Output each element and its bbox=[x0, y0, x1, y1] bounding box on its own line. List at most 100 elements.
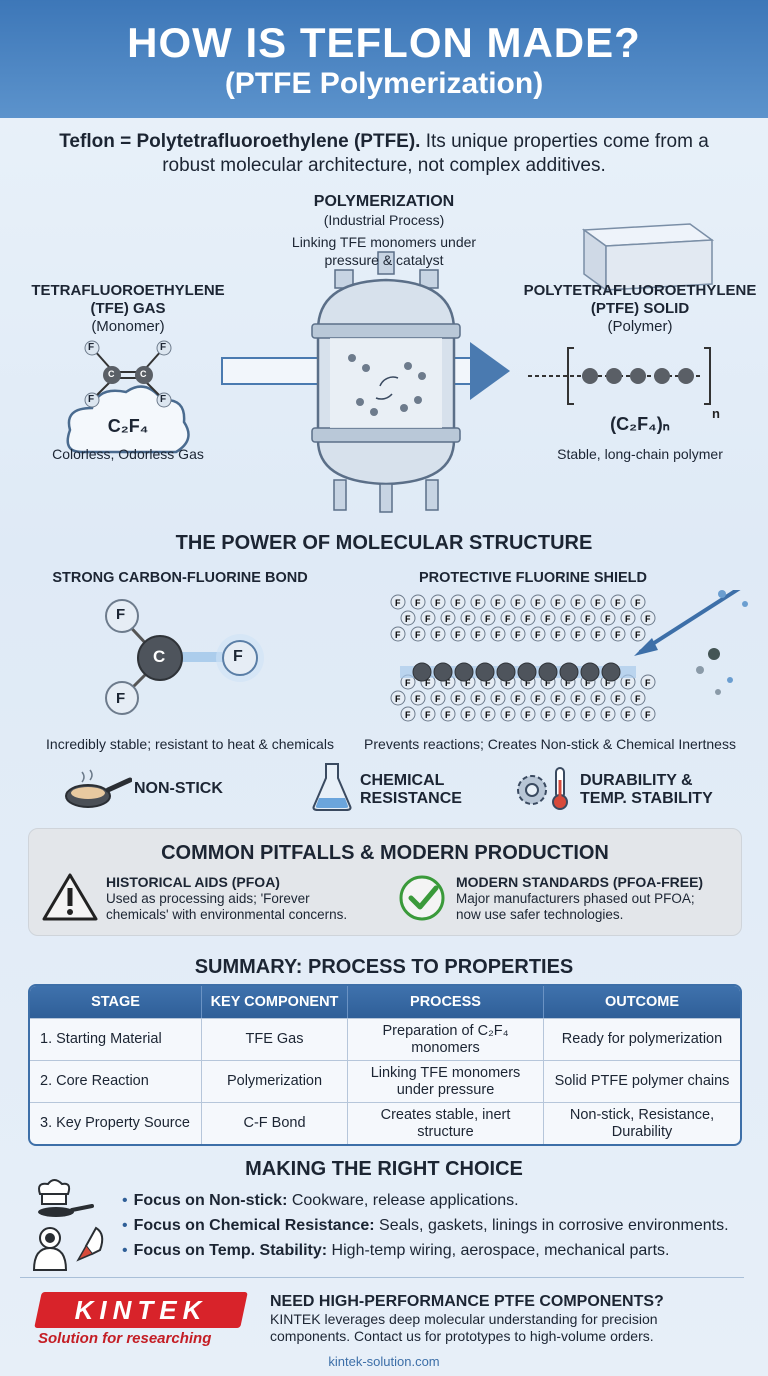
brand-logo: KINTEK bbox=[34, 1292, 248, 1328]
fluorine-atom-label: F bbox=[525, 614, 531, 624]
fluorine-atom bbox=[440, 706, 456, 722]
fluorine-atom bbox=[490, 690, 506, 706]
process-illustration: n bbox=[66, 223, 720, 513]
choice-item: •Focus on Chemical Resistance: Seals, ga… bbox=[122, 1217, 729, 1234]
fluorine-atom bbox=[530, 594, 546, 610]
fluorine-atom bbox=[420, 610, 436, 626]
fluorine-atom bbox=[640, 610, 656, 626]
fluorine-atom-label: F bbox=[555, 630, 561, 640]
structure-title: THE POWER OF MOLECULAR STRUCTURE bbox=[175, 532, 593, 554]
pitfalls-title: COMMON PITFALLS & MODERN PRODUCTION bbox=[161, 842, 609, 864]
carbon-atom bbox=[580, 662, 600, 682]
fluorine-atom-label: F bbox=[615, 630, 621, 640]
fluorine-atom bbox=[410, 626, 426, 642]
fluorine-atom-label: F bbox=[605, 678, 611, 688]
fluorine-atom bbox=[430, 626, 446, 642]
fluorine-atom bbox=[510, 690, 526, 706]
column-header: KEY COMPONENT bbox=[202, 986, 348, 1018]
fluorine-atom-label: F bbox=[585, 614, 591, 624]
table-row: 1. Starting Material TFE Gas Preparation… bbox=[30, 1018, 740, 1060]
intro-bold: Teflon = Polytetrafluoroethylene (PTFE). bbox=[59, 131, 421, 152]
fluorine-atom bbox=[480, 610, 496, 626]
fluorine-atom-label: F bbox=[445, 614, 451, 624]
fluorine-atom-label: F bbox=[625, 678, 631, 688]
fluorine-atom-label: F bbox=[455, 630, 461, 640]
carbon-atom bbox=[601, 662, 621, 682]
shield-desc: Prevents reactions; Creates Non-stick & … bbox=[364, 736, 736, 752]
fluorine-atom-label: F bbox=[575, 630, 581, 640]
fluorine-atom bbox=[530, 690, 546, 706]
table-cell: Non-stick, Resistance, Durability bbox=[544, 1102, 740, 1144]
fluorine-atom bbox=[520, 706, 536, 722]
intro-rest: Its unique properties come from a robust… bbox=[162, 131, 709, 176]
frying-pan-icon bbox=[65, 769, 132, 808]
fluorine-atom-label: F bbox=[395, 630, 401, 640]
tfe-c-atom: C bbox=[140, 369, 147, 379]
fluorine-atom bbox=[450, 626, 466, 642]
fluorine-atom bbox=[490, 626, 506, 642]
fluorine-atom bbox=[600, 610, 616, 626]
fluorine-atom bbox=[630, 626, 646, 642]
fluorine-atom-label: F bbox=[645, 614, 651, 624]
fluorine-atom bbox=[450, 690, 466, 706]
fluorine-atom bbox=[570, 626, 586, 642]
fluorine-atom-label: F bbox=[395, 598, 401, 608]
tfe-f-atom: F bbox=[160, 394, 167, 405]
f-atom-label: F bbox=[116, 690, 126, 707]
choice-icons bbox=[32, 1179, 104, 1271]
cta-block: NEED HIGH-PERFORMANCE PTFE COMPONENTS? K… bbox=[270, 1293, 664, 1344]
table-cell: Ready for polymerization bbox=[544, 1018, 740, 1060]
polymer-label: POLYTETRAFLUOROETHYLENE (PTFE) SOLID (Po… bbox=[523, 282, 757, 335]
ptfe-block-icon bbox=[581, 223, 715, 292]
fluorine-atom bbox=[460, 706, 476, 722]
fluorine-atom-label: F bbox=[425, 614, 431, 624]
fluorine-atom-label: F bbox=[625, 710, 631, 720]
page-subtitle: (PTFE Polymerization) bbox=[224, 67, 544, 100]
fluorine-atom bbox=[400, 610, 416, 626]
fluorine-atom bbox=[640, 706, 656, 722]
ptfe-chain: n bbox=[528, 347, 720, 421]
fluorine-atom bbox=[550, 690, 566, 706]
fluorine-atom-label: F bbox=[545, 614, 551, 624]
fluorine-atom-label: F bbox=[535, 598, 541, 608]
website-link[interactable]: kintek-solution.com bbox=[328, 1354, 440, 1369]
rocket-icon bbox=[76, 1226, 104, 1262]
table-header-row: STAGE KEY COMPONENT PROCESS OUTCOME bbox=[30, 986, 740, 1018]
fluorine-atom bbox=[470, 690, 486, 706]
fluorine-atom bbox=[520, 610, 536, 626]
feature-durability: DURABILITY & TEMP. STABILITY bbox=[580, 772, 713, 807]
fluorine-atom bbox=[570, 594, 586, 610]
fluorine-atom-label: F bbox=[465, 710, 471, 720]
summary-table: STAGE KEY COMPONENT PROCESS OUTCOME 1. S… bbox=[28, 984, 742, 1146]
column-header: STAGE bbox=[30, 986, 202, 1018]
table-cell: Preparation of C₂F₄ monomers bbox=[348, 1018, 544, 1060]
fluorine-atom-label: F bbox=[615, 694, 621, 704]
fluorine-atom-label: F bbox=[605, 710, 611, 720]
intro-text: Teflon = Polytetrafluoroethylene (PTFE).… bbox=[40, 130, 728, 178]
table-row: 2. Core Reaction Polymerization Linking … bbox=[30, 1060, 740, 1102]
chef-icon bbox=[38, 1179, 94, 1217]
fluorine-atom-label: F bbox=[535, 694, 541, 704]
pfoa-historical: HISTORICAL AIDS (PFOA) Used as processin… bbox=[106, 874, 348, 922]
summary-title: SUMMARY: PROCESS TO PROPERTIES bbox=[194, 956, 574, 978]
fluorine-atom-label: F bbox=[615, 598, 621, 608]
fluorine-atom bbox=[600, 706, 616, 722]
fluorine-atom bbox=[580, 610, 596, 626]
tfe-f-atom: F bbox=[160, 342, 167, 353]
carbon-atom bbox=[475, 662, 495, 682]
fluorine-atom-label: F bbox=[425, 710, 431, 720]
fluorine-atom bbox=[470, 626, 486, 642]
shield-title: PROTECTIVE FLUORINE SHIELD bbox=[419, 570, 647, 586]
monomer-formula: C₂F₄ bbox=[107, 416, 149, 436]
fluorine-atom bbox=[480, 706, 496, 722]
fluorine-atom bbox=[630, 690, 646, 706]
tfe-c-atom: C bbox=[108, 369, 115, 379]
fluorine-atom bbox=[610, 690, 626, 706]
flask-icon bbox=[312, 763, 352, 811]
warning-icon bbox=[42, 873, 98, 921]
c-atom-label: C bbox=[153, 647, 166, 666]
fluorine-atom bbox=[620, 706, 636, 722]
tfe-f-atom: F bbox=[88, 342, 95, 353]
checkmark-icon bbox=[399, 875, 445, 921]
